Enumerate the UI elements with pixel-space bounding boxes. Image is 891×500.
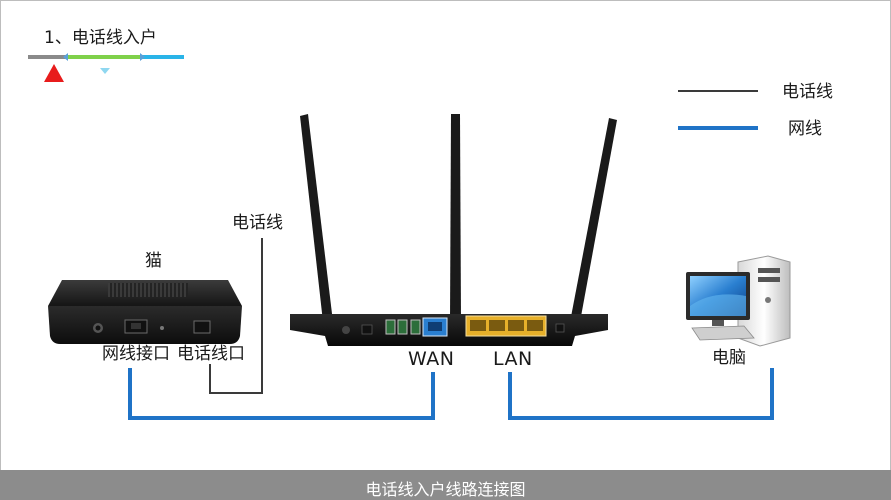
step-indicator [28, 53, 184, 82]
current-step-marker-icon [44, 64, 64, 82]
network-cable-modem-to-wan [128, 368, 435, 420]
network-cable-lan-to-pc [508, 368, 774, 420]
phone-line-label: 电话线 [232, 213, 283, 233]
modem-icon [48, 280, 242, 344]
chevron-down-icon [100, 68, 110, 74]
modem-label: 猫 [145, 251, 162, 271]
lan-port-label: LAN [493, 348, 533, 370]
computer-icon [686, 255, 791, 347]
caption-bar: 电话线入户线路连接图 [0, 470, 891, 500]
step-title: 1、电话线入户 [44, 28, 157, 48]
router-icon [290, 114, 617, 346]
modem-phone-port-label: 电话线口 [177, 344, 245, 364]
legend-label-network-line: 网线 [788, 119, 822, 139]
legend-label-phone-line: 电话线 [782, 82, 833, 102]
wan-port-label: WAN [408, 348, 455, 370]
computer-label: 电脑 [712, 348, 746, 368]
modem-network-port-label: 网线接口 [102, 344, 170, 364]
phone-line-connection [209, 238, 263, 394]
diagram-caption: 电话线入户线路连接图 [365, 480, 526, 499]
